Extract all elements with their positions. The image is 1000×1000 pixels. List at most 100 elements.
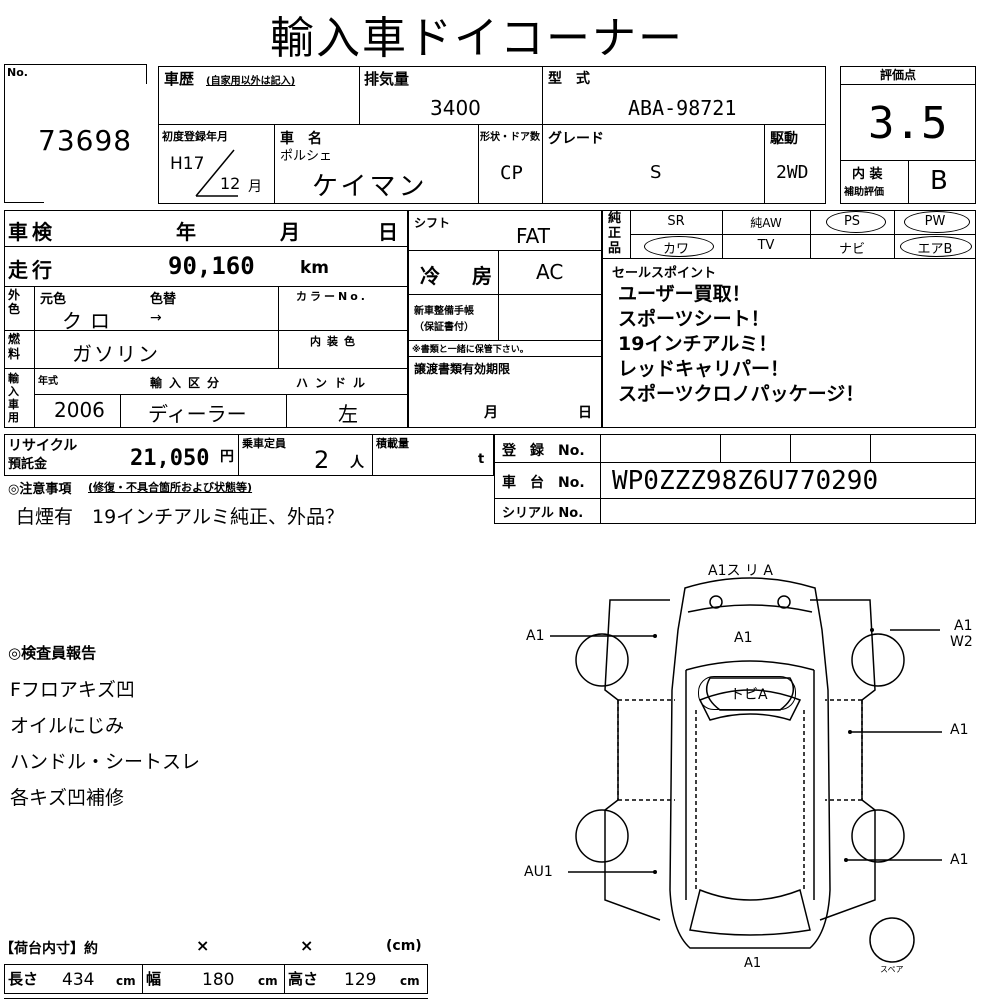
body-value: CP [500, 162, 523, 184]
spare-wheel [869, 917, 915, 963]
page-title: 輸入車ドイコーナー [270, 13, 684, 64]
recycle-grid [4, 434, 494, 476]
recycle-label2: 預託金 [8, 457, 48, 472]
inspector-item: Fフロアキズ凹 [10, 679, 135, 701]
manual-note: ※書類と一緒に保管下さい。 [412, 345, 529, 355]
sales-point: 19インチアルミ！ [618, 333, 778, 355]
car-name-label: 車 名 [280, 131, 322, 147]
mileage-label: 走行 [8, 258, 56, 282]
rear-left-wheel [575, 809, 629, 863]
model-code-label: 型 式 [548, 71, 590, 87]
diag-roof: トビA [730, 687, 768, 703]
ac-label: 冷 房 [420, 264, 498, 288]
manual-label2: （保証書付） [414, 322, 474, 333]
cargo-length-label: 長さ [8, 970, 39, 988]
shift-label: シフト [414, 216, 451, 230]
color-no-label: カラーNo. [296, 290, 368, 303]
import-kubun: ディーラー [148, 402, 247, 426]
cargo-x2: × [300, 936, 314, 955]
exterior-color-value: クロ [62, 309, 118, 333]
handle-value: 左 [338, 402, 358, 426]
notes-sub: (修復・不具合箇所および状態等) [88, 481, 253, 494]
displacement-label: 排気量 [364, 70, 410, 88]
interior-score-value: B [930, 166, 948, 196]
capacity-unit: 人 [350, 455, 364, 471]
cargo-width: 180 [202, 970, 235, 990]
sales-points-label: セールスポイント [612, 266, 717, 281]
grade-value: S [650, 162, 662, 183]
sales-point: スポーツクロノパッケージ！ [618, 383, 865, 405]
ac-value: AC [536, 260, 564, 284]
equip-tv: TV [757, 238, 775, 253]
score-label: 評価点 [880, 68, 917, 82]
cargo-width-label: 幅 [146, 970, 162, 988]
diag-roof-box [698, 676, 796, 710]
equip-leather: カワ [662, 242, 689, 257]
change-color-label: 色替 [150, 292, 177, 307]
import-year: 2006 [54, 398, 105, 422]
inspector-label: ◎検査員報告 [8, 644, 97, 662]
cargo-unit-label: (cm) [386, 938, 422, 954]
sales-point: ユーザー買取！ [618, 283, 751, 305]
diag-right-mid: A1 [950, 722, 969, 738]
interior-score-label1: 内 装 [852, 167, 883, 182]
diag-right-front2: W2 [950, 634, 973, 650]
equip-sr: SR [667, 214, 685, 229]
drive-label: 駆動 [770, 131, 798, 147]
recycle-label1: リサイクル [8, 438, 78, 454]
equip-pw: PW [924, 214, 946, 229]
cargo-height-cm: cm [400, 974, 420, 988]
import-kubun-label: 輸入区分 [150, 376, 227, 390]
equip-airbag: エアB [917, 242, 953, 257]
chassis-label: 車 台 No. [502, 475, 585, 491]
displacement-value: 3400 [430, 96, 481, 120]
color-arrow: → [150, 310, 162, 326]
cargo-height: 129 [344, 970, 377, 990]
transfer-month: 月 [484, 405, 498, 421]
notes-label: ◎注意事項 [8, 482, 72, 497]
equipment-grid [602, 210, 976, 428]
body-label: 形状・ドア数 [480, 132, 540, 143]
spec-grid [4, 210, 408, 428]
equip-aw: 純AW [750, 216, 782, 230]
cargo-grid [4, 964, 428, 994]
grade-label: グレード [548, 131, 604, 147]
load-unit: t [478, 452, 485, 467]
equip-airbag-circle [900, 236, 972, 257]
sales-points-list: ユーザー買取！ スポーツシート！ 19インチアルミ！ レッドキャリパー！ スポー… [618, 282, 864, 407]
serial-label: シリアル No. [502, 506, 584, 521]
equip-pw-circle [904, 211, 970, 233]
cargo-height-label: 高さ [288, 970, 319, 988]
lot-no-label: No. [7, 66, 28, 79]
sales-point: スポーツシート！ [618, 308, 770, 330]
inspector-list: Fフロアキズ凹 オイルにじみ ハンドル・シートスレ 各キズ凹補修 [10, 672, 200, 816]
transfer-day: 日 [578, 405, 592, 421]
inspector-item: ハンドル・シートスレ [10, 751, 201, 773]
recycle-unit: 円 [220, 449, 234, 465]
inspection-year: 年 [176, 220, 196, 244]
lot-number: 73698 [38, 124, 133, 157]
interior-score-label2: 補助評価 [844, 187, 884, 198]
equip-leather-circle [644, 236, 714, 257]
diag-left-rear: AU1 [524, 864, 553, 880]
recycle-value: 21,050 [130, 446, 210, 471]
orig-color-label: 元色 [40, 292, 67, 307]
fuel-side-label: 燃料 [8, 332, 21, 361]
diag-right-front1: A1 [954, 618, 973, 634]
equip-navi: ナビ [838, 242, 865, 257]
history-note: (自家用以外は記入) [206, 76, 296, 87]
inspection-month: 月 [280, 220, 300, 244]
capacity-label: 乗車定員 [242, 437, 286, 450]
cargo-width-cm: cm [258, 974, 278, 988]
header-grid [158, 66, 826, 204]
car-damage-diagram [550, 577, 942, 963]
import-side-label: 輸入車用 [8, 372, 19, 424]
windshield [698, 689, 802, 721]
car-body-outline [669, 577, 831, 949]
cargo-length: 434 [62, 970, 95, 990]
front-right-wheel [851, 633, 905, 687]
rear-right-wheel [851, 809, 905, 863]
cargo-label: 【荷台内寸】約 [0, 941, 98, 957]
inspection-day: 日 [378, 220, 398, 244]
inspection-label: 車検 [8, 220, 56, 244]
